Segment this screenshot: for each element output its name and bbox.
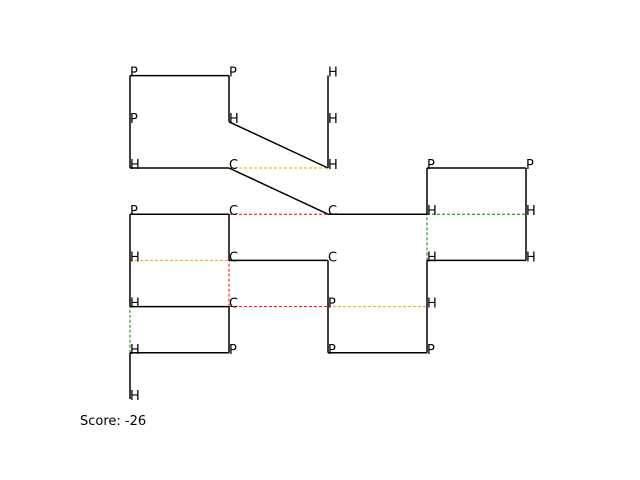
residue-label: P	[130, 66, 138, 81]
residue-label: P	[130, 204, 138, 219]
residue-label: C	[328, 204, 337, 219]
residue-label: H	[130, 297, 140, 312]
score-label: Score: -26	[80, 414, 147, 429]
residue-label: P	[229, 66, 237, 81]
residue-label: C	[229, 250, 238, 265]
residue-label: P	[328, 297, 336, 312]
residue-label: C	[328, 250, 337, 265]
residue-label: H	[328, 112, 338, 127]
residue-label: H	[427, 204, 437, 219]
residue-label: H	[427, 250, 437, 265]
backbone-segment	[228, 121, 329, 169]
residue-label: C	[229, 297, 238, 312]
residue-label: H	[229, 112, 239, 127]
residue-label: C	[229, 158, 238, 173]
residue-label: C	[229, 204, 238, 219]
residue-label: H	[130, 389, 140, 404]
residue-label: P	[328, 343, 336, 358]
residue-label: P	[526, 158, 534, 173]
residue-label: H	[130, 343, 140, 358]
residue-label: P	[130, 112, 138, 127]
residue-label: H	[526, 204, 536, 219]
backbone-segment	[228, 167, 329, 215]
residue-label: H	[130, 158, 140, 173]
residue-label: P	[427, 158, 435, 173]
residue-label: H	[526, 250, 536, 265]
backbone-chain	[129, 74, 527, 399]
residue-label: H	[427, 297, 437, 312]
residue-label: P	[229, 343, 237, 358]
residue-label: H	[328, 158, 338, 173]
residue-label: P	[427, 343, 435, 358]
residue-labels: H H P C H H P C C C P P P H H H H P P H C C H P P P H H H H	[130, 66, 536, 404]
residue-label: H	[130, 250, 140, 265]
residue-label: H	[328, 66, 338, 81]
